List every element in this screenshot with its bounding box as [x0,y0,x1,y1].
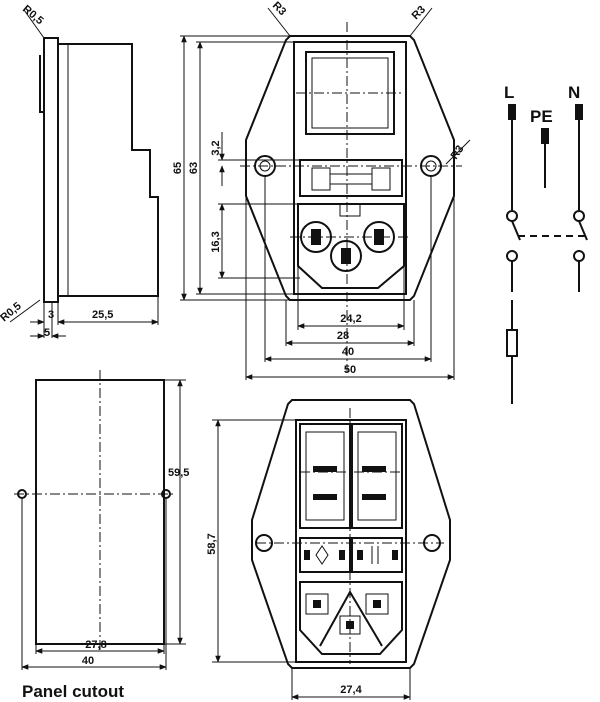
front-dim-28-label: 28 [337,330,349,342]
socket-pin-earth [330,240,362,272]
side-view: R0,5 R0,5 3 25,5 5 [0,3,159,339]
rear-dim-27-4-label: 27,4 [340,684,362,696]
front-dim-24-2-label: 24,2 [340,313,361,325]
rear-fuse-right [351,537,403,573]
front-radius-top-left-label: R3 [270,0,288,18]
fuse-symbol [506,329,518,357]
cutout-dim-59-5-label: 59,5 [168,467,189,479]
rear-body [295,419,407,663]
rear-earth-terminal [319,589,383,647]
front-dim-40-label: 40 [342,346,354,358]
front-view: 65 63 3,2 16,3 24,2 28 40 50 R3 R3 R3 [172,0,471,380]
side-view-rocker [39,55,44,113]
side-view-body [58,43,159,297]
front-dim-50-label: 50 [344,364,356,376]
terminal-l [508,104,516,120]
rear-dim-58-7-label: 58,7 [206,533,218,554]
rear-terminal-block [299,581,403,655]
terminal-pe [541,128,549,144]
panel-cutout-caption: Panel cutout [22,682,124,701]
wiring-schematic: L PE N [504,83,588,404]
schematic-label-n: N [568,83,580,102]
schematic-label-l: L [504,83,514,102]
switch-contact-l [506,210,518,222]
rear-switch-right [351,423,403,529]
side-dim-25-5-label: 25,5 [92,309,113,321]
side-dim-3-label: 3 [48,309,54,321]
switch-contact-n [573,210,585,222]
front-dim-3-2-label: 3,2 [210,140,222,155]
front-flange [245,35,455,301]
front-dim-16-3-label: 16,3 [210,231,222,252]
front-inner-frame [293,41,407,295]
schematic-label-pe: PE [530,107,553,126]
front-dim-63-label: 63 [188,162,200,174]
cutout-dim-40-label: 40 [82,655,94,667]
front-radius-top-right-label: R3 [410,4,428,22]
iec-socket [297,203,405,289]
fuse-drawer [299,159,403,197]
rear-view: 58,7 27,4 [206,399,451,700]
front-dim-65-label: 65 [172,162,184,174]
rear-switch-left [299,423,351,529]
side-view-flange [43,37,59,303]
terminal-n [575,104,583,120]
panel-cutout: 59,5 27,8 40 Panel cutout [14,370,189,701]
cutout-dim-27-8-label: 27,8 [85,639,106,651]
side-radius-top-label: R0,5 [20,3,46,27]
side-dim-5-label: 5 [44,327,50,339]
